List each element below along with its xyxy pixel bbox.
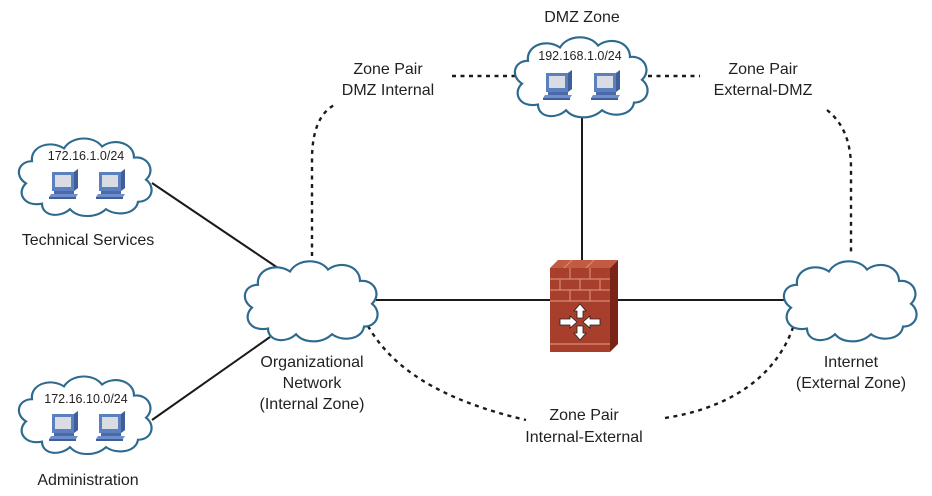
workstation-icon xyxy=(49,169,78,199)
zone-pair-dmz-internal-line2: DMZ Internal xyxy=(342,82,434,99)
zone-pair-internal-external-line1: Zone Pair xyxy=(549,407,619,424)
zone-pair-path-internal-external-right xyxy=(664,317,798,420)
external-zone-label-line2: (External Zone) xyxy=(796,375,906,392)
technical-services-title: Technical Services xyxy=(22,232,155,249)
workstation-icon xyxy=(49,411,78,441)
internal-zone-label-line2: Network xyxy=(283,375,343,392)
internal-zone-label-line1: Organizational xyxy=(260,354,363,371)
zone-pair-path-dmz-internal xyxy=(310,102,337,256)
workstation-icon xyxy=(96,169,125,199)
zone-pair-external-dmz-line2: External-DMZ xyxy=(714,82,813,99)
dmz-zone[interactable]: DMZ Zone 192.168.1.0/24 xyxy=(513,9,649,119)
technical-subnet-label: 172.16.1.0/24 xyxy=(48,149,125,163)
firewall-router-icon[interactable] xyxy=(550,259,618,352)
zone-pair-path-internal-external-left xyxy=(366,325,527,422)
administration-zone[interactable]: 172.16.10.0/24 Administration xyxy=(17,375,153,489)
workstation-icon xyxy=(543,70,572,100)
administration-title: Administration xyxy=(37,472,138,489)
workstation-icon xyxy=(96,411,125,441)
link-technical-to-internal xyxy=(151,182,279,269)
zone-pair-dmz-internal-line1: Zone Pair xyxy=(353,61,423,78)
admin-subnet-label: 172.16.10.0/24 xyxy=(44,392,127,406)
dmz-subnet-label: 192.168.1.0/24 xyxy=(538,49,621,63)
zone-pair-external-dmz-line1: Zone Pair xyxy=(728,61,798,78)
dmz-zone-title: DMZ Zone xyxy=(544,9,620,26)
zone-pair-path-external-dmz xyxy=(826,109,853,254)
router-arrows-icon xyxy=(559,303,601,341)
external-zone-label-line1: Internet xyxy=(824,354,879,371)
external-zone[interactable]: Internet (External Zone) xyxy=(782,260,918,392)
zone-pair-internal-external-line2: Internal-External xyxy=(525,429,642,446)
internal-zone-label-line3: (Internal Zone) xyxy=(260,396,365,413)
link-admin-to-internal xyxy=(151,336,271,421)
workstation-icon xyxy=(591,70,620,100)
internal-zone[interactable]: Organizational Network (Internal Zone) xyxy=(243,260,379,413)
technical-services-zone[interactable]: 172.16.1.0/24 Technical Services xyxy=(17,137,155,249)
